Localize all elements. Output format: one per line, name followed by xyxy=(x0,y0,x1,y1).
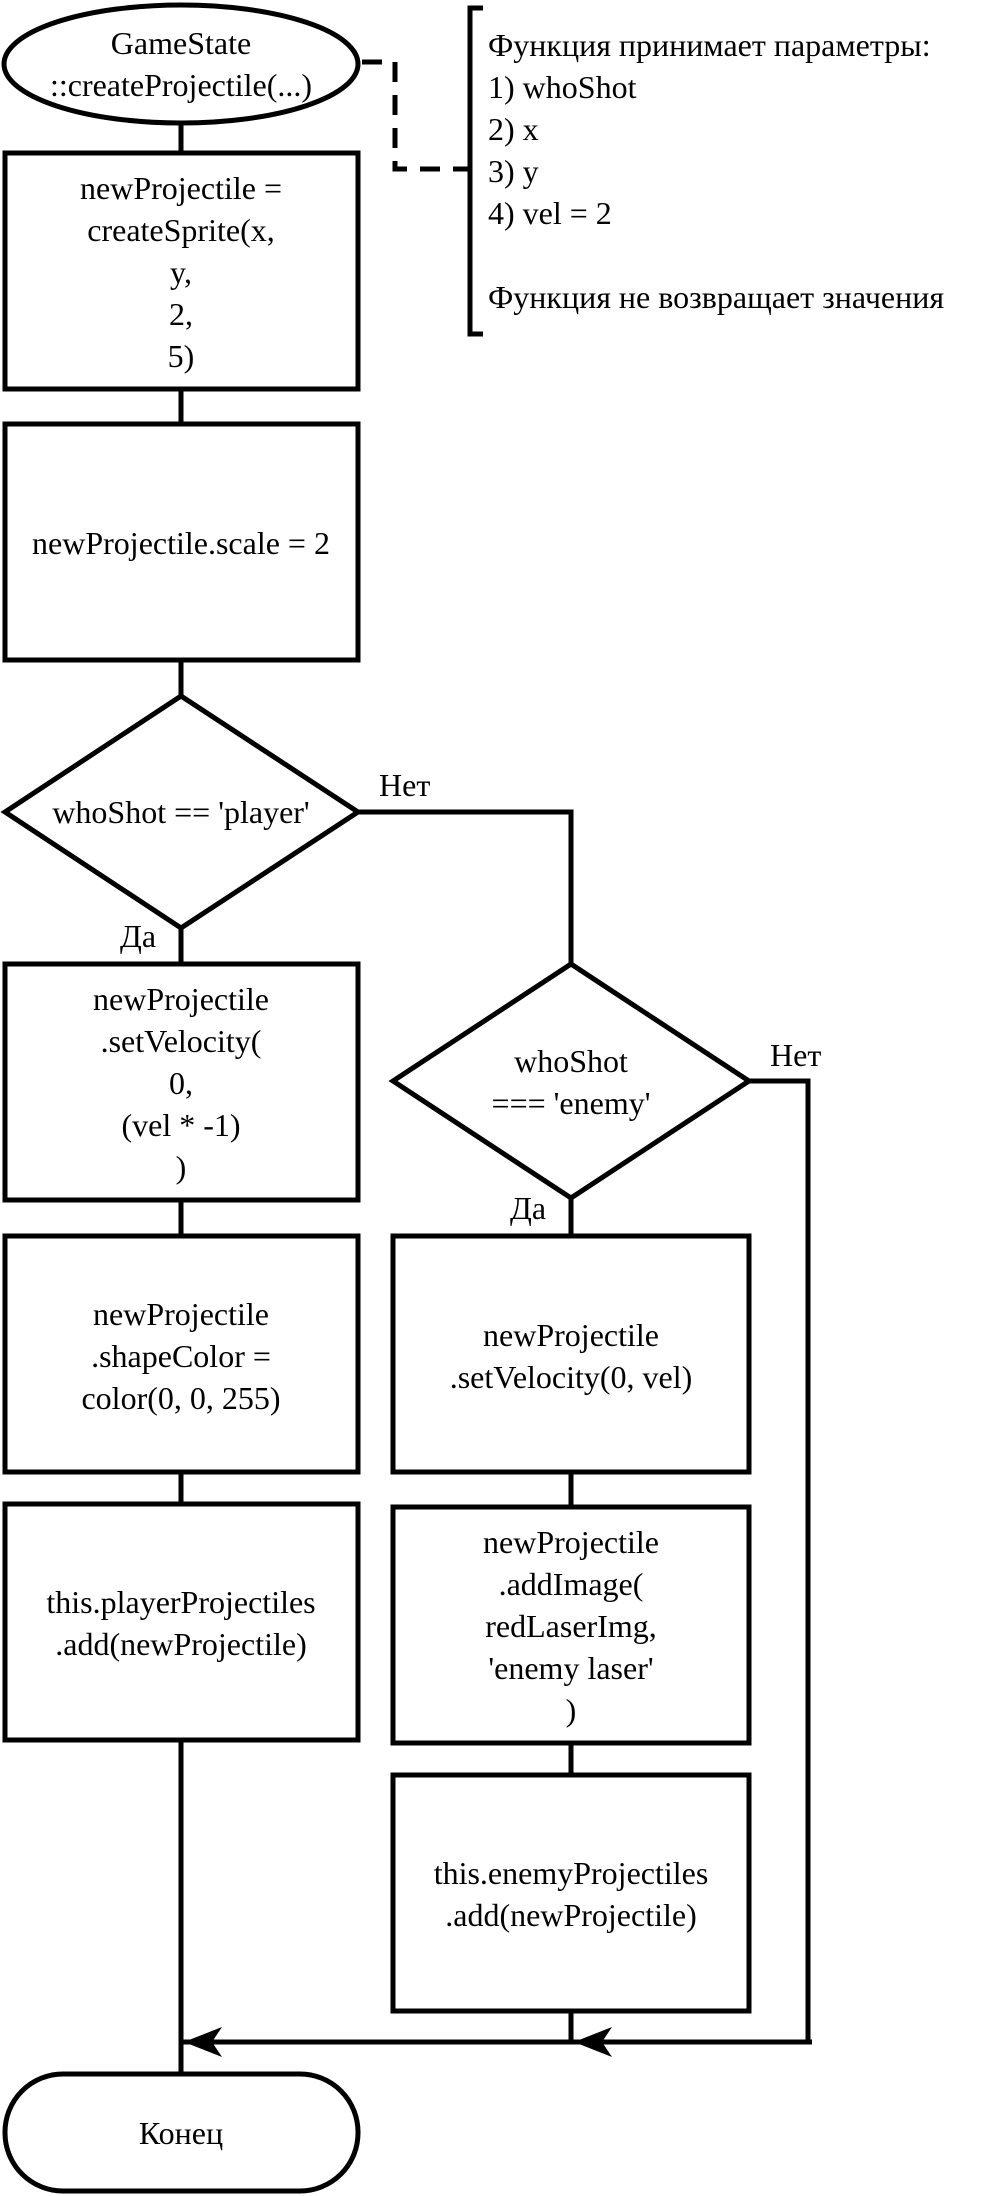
note-line: Функция не возвращает значения xyxy=(488,279,944,315)
step-box xyxy=(2,961,361,1203)
step-text: (vel * -1) xyxy=(121,1107,240,1143)
merge-arrow-right-icon xyxy=(574,2027,612,2057)
step-box xyxy=(2,150,361,392)
decision-diamond xyxy=(388,961,754,1201)
step-text: 2, xyxy=(169,296,193,332)
step-text: newProjectile xyxy=(93,1296,269,1332)
step-text: newProjectile xyxy=(483,1317,659,1353)
step-text: createSprite(x, xyxy=(87,212,274,248)
step-text: .setVelocity( xyxy=(101,1023,262,1059)
step-text: .add(newProjectile) xyxy=(55,1626,306,1662)
connector-player-no-branch xyxy=(358,809,574,964)
step-text: newProjectile.scale = 2 xyxy=(32,525,330,561)
decision-player: whoShot == 'player' Нет Да xyxy=(0,693,430,954)
step-player-color: newProjectile .shapeColor = color(0, 0, … xyxy=(2,1233,361,1475)
step-box xyxy=(390,1233,752,1475)
step-text: ) xyxy=(566,1692,577,1728)
start-terminator: GameState ::createProjectile(...) xyxy=(1,2,361,126)
start-oval xyxy=(1,2,361,126)
branch-label-yes: Да xyxy=(510,1190,546,1226)
connector-enemy-no-branch xyxy=(749,1078,811,2042)
merge-arrow-left-icon xyxy=(184,2027,222,2057)
step-enemy-add: this.enemyProjectiles .add(newProjectile… xyxy=(390,1772,752,2014)
note-line: Функция принимает параметры: xyxy=(488,27,931,63)
step-text: .setVelocity(0, vel) xyxy=(450,1359,693,1395)
step-text: .addImage( xyxy=(499,1566,644,1602)
step-player-velocity: newProjectile .setVelocity( 0, (vel * -1… xyxy=(2,961,361,1203)
step-player-add: this.playerProjectiles .add(newProjectil… xyxy=(2,1501,361,1743)
step-text: newProjectile = xyxy=(80,170,282,206)
end-label: Конец xyxy=(139,2115,223,2151)
step-create-sprite: newProjectile = createSprite(x, y, 2, 5) xyxy=(2,150,361,392)
step-box xyxy=(390,1504,752,1746)
step-box xyxy=(2,421,361,663)
step-enemy-image: newProjectile .addImage( redLaserImg, 'e… xyxy=(390,1504,752,1746)
decision-diamond xyxy=(0,693,363,931)
step-box xyxy=(2,1501,361,1743)
step-text: 5) xyxy=(168,338,195,374)
decision-enemy: whoShot === 'enemy' Нет Да xyxy=(388,961,821,1226)
note-line: 3) y xyxy=(488,153,539,189)
parameters-note: Функция принимает параметры: 1) whoShot … xyxy=(362,5,944,337)
decision-text: === 'enemy' xyxy=(492,1085,651,1121)
step-text: this.enemyProjectiles xyxy=(434,1855,709,1891)
step-text: 0, xyxy=(169,1065,193,1101)
step-text: ) xyxy=(176,1149,187,1185)
branch-label-no: Нет xyxy=(770,1037,821,1073)
step-text: .shapeColor = xyxy=(91,1338,271,1374)
end-oval xyxy=(2,2071,361,2194)
step-text: redLaserImg, xyxy=(485,1608,656,1644)
step-text: newProjectile xyxy=(483,1524,659,1560)
decision-text: whoShot == 'player' xyxy=(52,794,309,830)
step-scale: newProjectile.scale = 2 xyxy=(2,421,361,663)
end-terminator: Конец xyxy=(2,2071,361,2194)
step-enemy-velocity: newProjectile .setVelocity(0, vel) xyxy=(390,1233,752,1475)
connectors xyxy=(178,122,812,2074)
step-box xyxy=(390,1772,752,2014)
note-line: 2) x xyxy=(488,111,539,147)
step-box xyxy=(2,1233,361,1475)
step-text: y, xyxy=(170,254,192,290)
step-text: 'enemy laser' xyxy=(488,1650,653,1686)
start-label: GameState xyxy=(111,25,251,61)
note-bracket xyxy=(467,5,483,337)
step-text: newProjectile xyxy=(93,981,269,1017)
note-dashed-connector xyxy=(362,59,470,172)
step-text: .add(newProjectile) xyxy=(445,1897,696,1933)
branch-label-yes: Да xyxy=(120,918,156,954)
step-text: color(0, 0, 255) xyxy=(81,1380,280,1416)
note-line: 4) vel = 2 xyxy=(488,195,612,231)
start-label: ::createProjectile(...) xyxy=(50,67,312,103)
decision-text: whoShot xyxy=(514,1043,628,1079)
step-text: this.playerProjectiles xyxy=(46,1584,315,1620)
note-line: 1) whoShot xyxy=(488,69,637,105)
branch-label-no: Нет xyxy=(379,767,430,803)
